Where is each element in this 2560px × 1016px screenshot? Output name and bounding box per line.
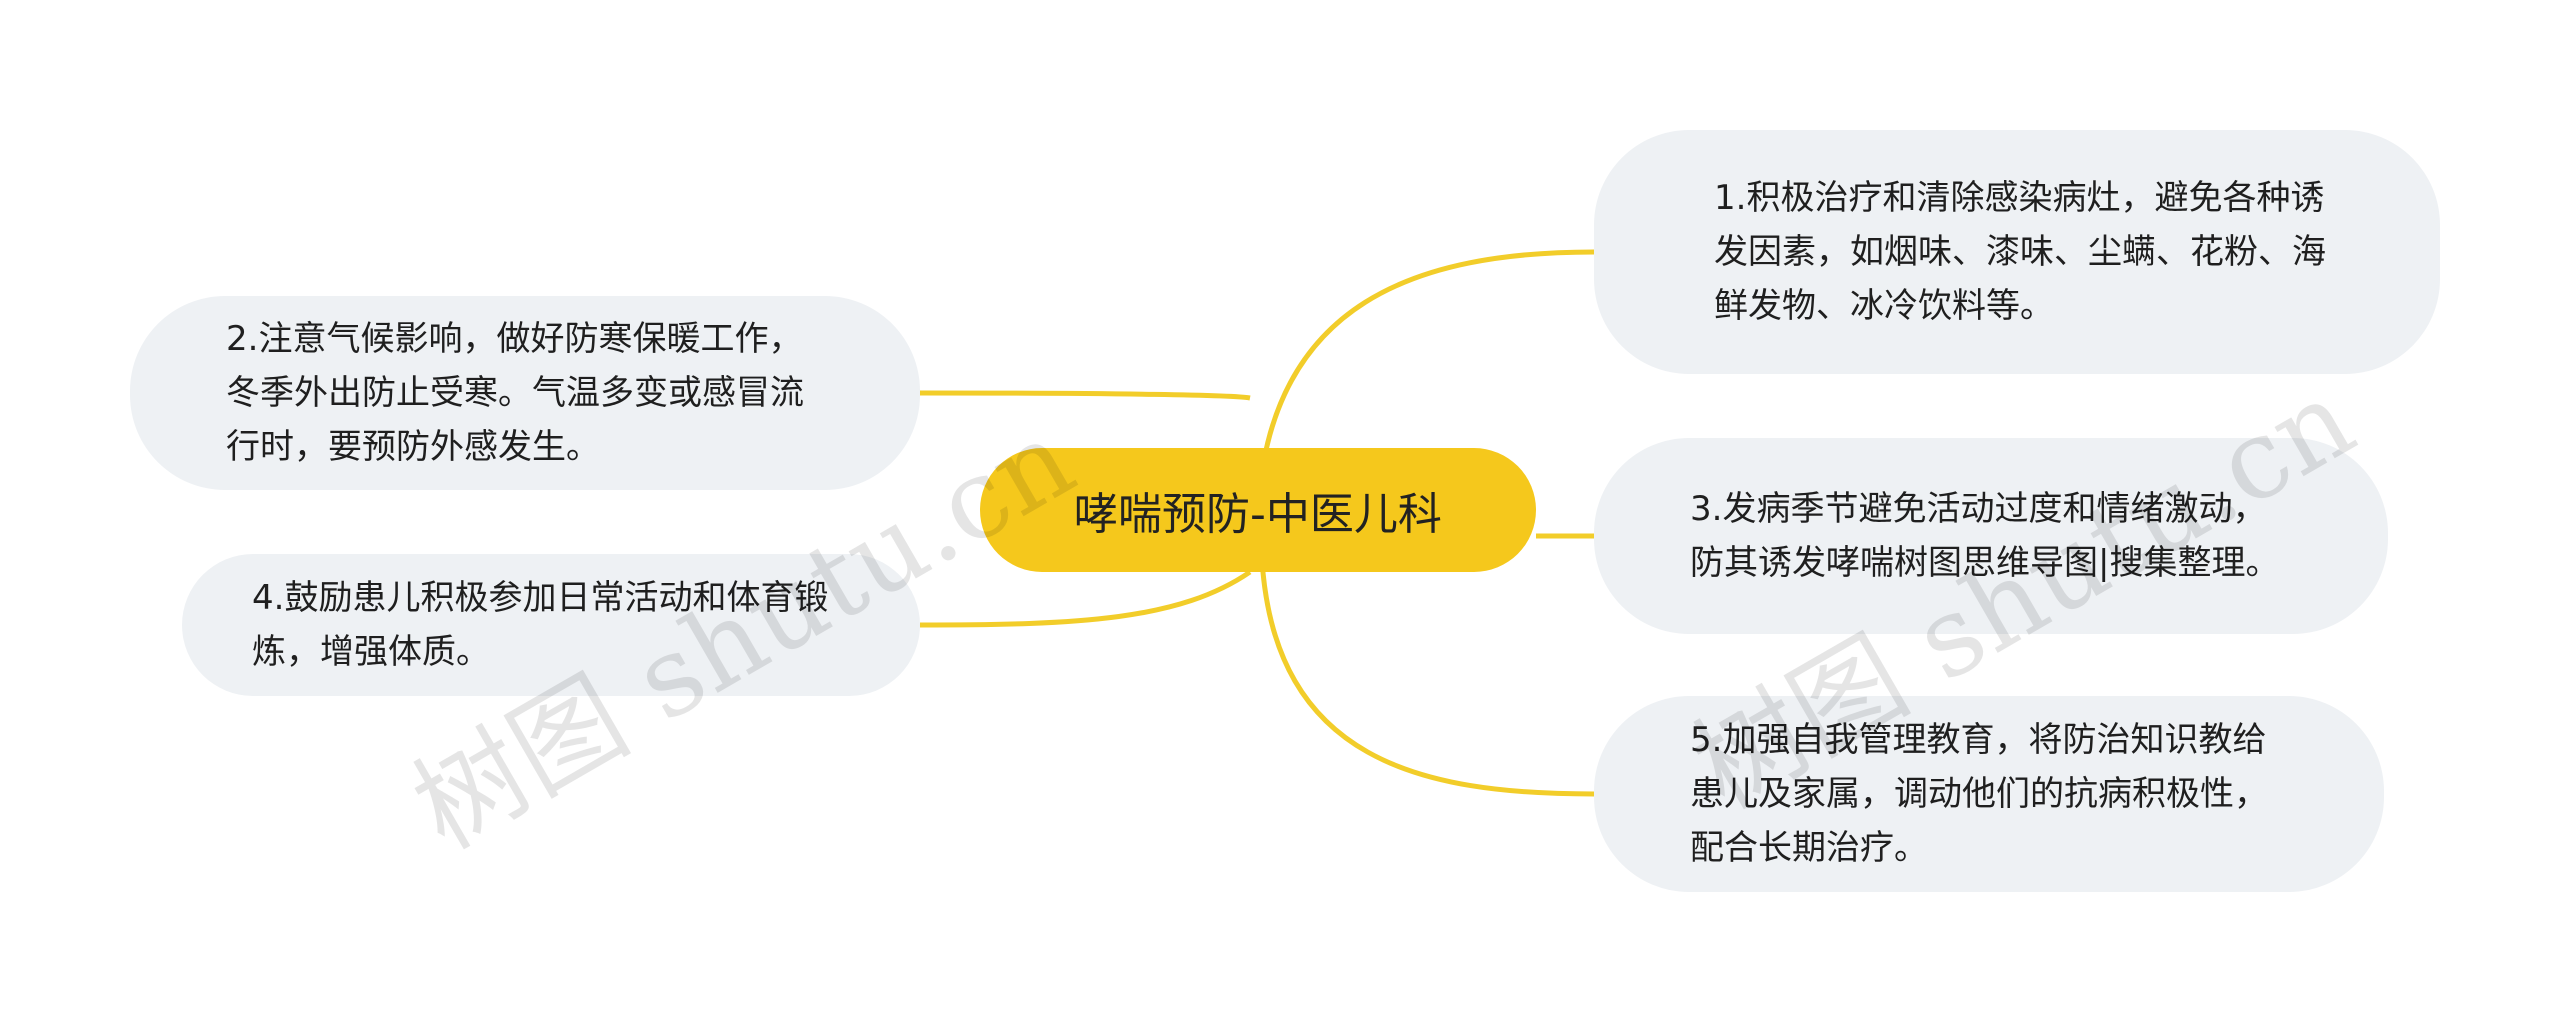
central-topic[interactable]: 哮喘预防-中医儿科 — [980, 448, 1536, 572]
branch-node-4[interactable]: 4.鼓励患儿积极参加日常活动和体育锻炼，增强体质。 — [182, 554, 920, 696]
link-5 — [1259, 559, 1595, 797]
branch-node-2[interactable]: 2.注意气候影响，做好防寒保暖工作，冬季外出防止受寒。气温多变或感冒流行时，要预… — [130, 296, 920, 490]
branch-node-2-label: 2.注意气候影响，做好防寒保暖工作，冬季外出防止受寒。气温多变或感冒流行时，要预… — [226, 319, 804, 467]
branch-node-4-label: 4.鼓励患儿积极参加日常活动和体育锻炼，增强体质。 — [252, 578, 829, 672]
link-1 — [1255, 249, 1595, 511]
central-topic-label: 哮喘预防-中医儿科 — [1074, 489, 1442, 540]
branch-node-5-label: 5.加强自我管理教育，将防治知识教给患儿及家属，调动他们的抗病积极性，配合长期治… — [1690, 720, 2268, 868]
branch-node-1-label: 1.积极治疗和清除感染病灶，避免各种诱发因素，如烟味、漆味、尘螨、花粉、海鲜发物… — [1714, 178, 2326, 326]
branch-node-5[interactable]: 5.加强自我管理教育，将防治知识教给患儿及家属，调动他们的抗病积极性，配合长期治… — [1594, 696, 2384, 892]
link-2 — [919, 390, 1251, 401]
branch-node-3[interactable]: 3.发病季节避免活动过度和情绪激动，防其诱发哮喘树图思维导图|搜集整理。 — [1594, 438, 2388, 634]
branch-node-3-label: 3.发病季节避免活动过度和情绪激动，防其诱发哮喘树图思维导图|搜集整理。 — [1690, 489, 2280, 583]
branch-node-1[interactable]: 1.积极治疗和清除感染病灶，避免各种诱发因素，如烟味、漆味、尘螨、花粉、海鲜发物… — [1594, 130, 2440, 374]
link-4 — [919, 569, 1252, 628]
